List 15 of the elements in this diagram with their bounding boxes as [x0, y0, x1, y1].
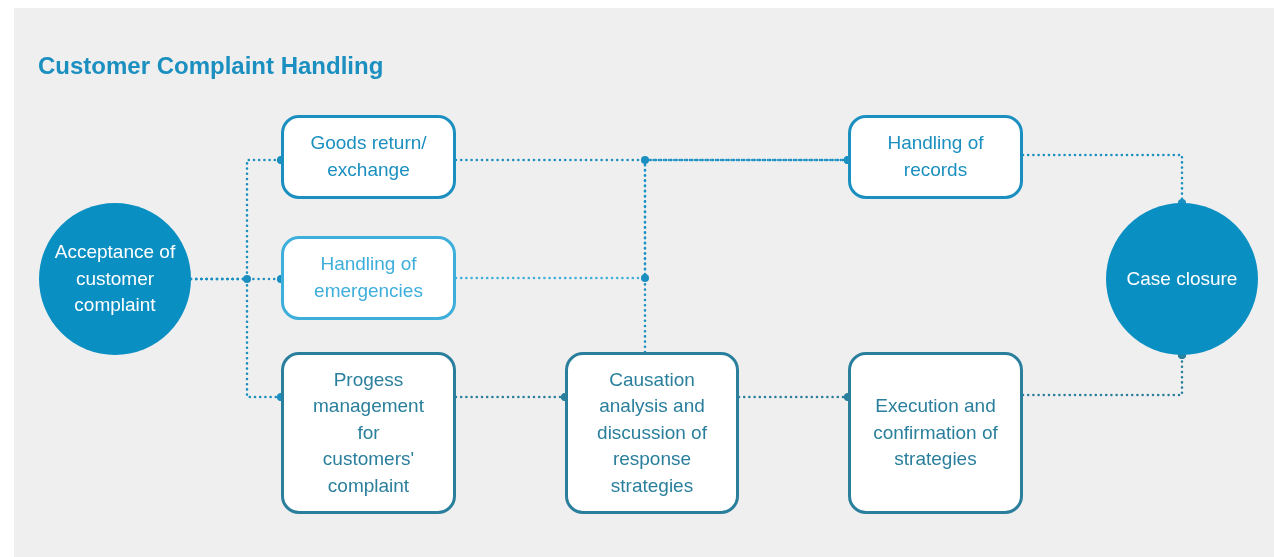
process-box: [281, 352, 456, 514]
node-label: Acceptance of customer complaint: [53, 240, 177, 318]
node-label: Execution and confirmation of strategies: [873, 394, 998, 472]
process-box: [565, 352, 739, 514]
node-label: Progess management for customers' complaint: [313, 367, 424, 498]
node-label: Goods return/ exchange: [309, 131, 428, 182]
process-box: [848, 352, 1023, 514]
diagram-title: Customer Complaint Handling: [38, 52, 384, 80]
node-label: Case closure: [1126, 266, 1238, 291]
node-label: Handling of emergencies: [313, 252, 424, 303]
process-box: [281, 115, 456, 199]
process-box: [848, 115, 1023, 199]
node-label: Handling of records: [886, 131, 985, 182]
node-label: Causation analysis and discussion of response strategies: [596, 367, 708, 498]
process-box: [281, 236, 456, 320]
